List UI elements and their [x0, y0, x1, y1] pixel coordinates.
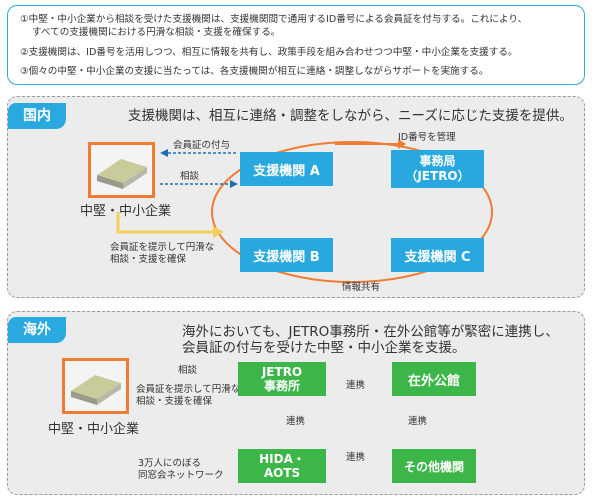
jetro-office-label-2: 事務所 [263, 379, 300, 393]
agency-c-box: 支援機関 C [391, 238, 484, 272]
factory-icon [91, 145, 152, 195]
link-bottom-label: 連携 [346, 452, 366, 463]
agency-b-box: 支援機関 B [240, 238, 333, 272]
overseas-consult-label: 相談 [178, 365, 198, 376]
hida-aots-label-2: AOTS [263, 466, 301, 480]
agency-b-label: 支援機関 B [253, 249, 320, 265]
consult-arrowhead [230, 180, 238, 188]
alumni-label-1: 3万人にのぼる [138, 458, 202, 469]
membership-arrowhead [160, 149, 168, 157]
jetro-secretariat-label: 事務局 [419, 154, 456, 168]
note-1-continued: すべての支援機関における円滑な相談・支援を確保する。 [32, 27, 281, 38]
present-arrow-line [116, 212, 214, 234]
other-orgs-box: その他機関 [392, 449, 476, 483]
present-arrowhead [213, 226, 224, 238]
domestic-company-label: 中堅・中小企業 [80, 204, 172, 219]
agency-a-label: 支援機関 A [253, 163, 320, 179]
link-right-label: 連携 [408, 416, 428, 427]
overseas-company-label: 中堅・中小企業 [48, 422, 140, 437]
jetro-office-label-1: JETRO [261, 365, 303, 379]
agency-c-label: 支援機関 C [404, 249, 471, 265]
link-top-label: 連携 [346, 380, 366, 391]
id-manage-label: ID番号を管理 [398, 132, 456, 143]
hida-aots-label-1: HIDA・ [259, 452, 305, 466]
overseas-present-label-2: 相談・支援を確保 [136, 396, 213, 407]
jetro-secretariat-box: 事務局 （JETRO） [391, 150, 484, 188]
domestic-tag: 国内 [8, 103, 66, 129]
embassy-box: 在外公館 [392, 362, 476, 396]
overseas-tag: 海外 [8, 317, 66, 343]
jetro-secretariat-sub: （JETRO） [405, 169, 470, 183]
agency-a-box: 支援機関 A [240, 152, 333, 186]
present-label-1: 会員証を提示して円滑な [110, 242, 215, 253]
note-2: ②支援機関は、ID番号を活用しつつ、相互に情報を共有し、政策手段を組み合わせつつ… [20, 47, 518, 58]
company-image [88, 142, 155, 198]
jetro-office-box: JETRO 事務所 [238, 362, 326, 396]
overseas-headline-2: 会員証の付与を受けた中堅・中小企業を支援。 [182, 340, 466, 356]
note-1: ①中堅・中小企業から相談を受けた支援機関は、支援機関間で通用するID番号による会… [20, 14, 528, 25]
link-left-label: 連携 [286, 416, 306, 427]
overseas-factory-icon [65, 361, 126, 411]
embassy-label: 在外公館 [407, 373, 460, 389]
membership-label: 会員証の付与 [173, 140, 231, 151]
hida-aots-box: HIDA・ AOTS [238, 449, 326, 483]
info-share-label: 情報共有 [342, 282, 381, 293]
consult-label: 相談 [180, 171, 200, 182]
present-label-2: 相談・支援を確保 [110, 254, 187, 265]
note-3: ③個々の中堅・中小企業の支援に当たっては、各支援機関が相互に連絡・調整しながらサ… [20, 66, 489, 77]
overseas-company-image [62, 358, 129, 414]
alumni-label-2: 同窓会ネットワーク [138, 470, 224, 481]
overseas-headline-1: 海外においても、JETRO事務所・在外公館等が緊密に連携し、 [182, 324, 559, 340]
domestic-headline: 支援機関は、相互に連絡・調整をしながら、ニーズに応じた支援を提供。 [128, 108, 573, 124]
other-orgs-label: その他機関 [403, 459, 464, 474]
overseas-present-label-1: 会員証を提示して円滑な [136, 384, 241, 395]
network-ring [211, 141, 493, 283]
notes-box: ①中堅・中小企業から相談を受けた支援機関は、支援機関間で通用するID番号による会… [7, 5, 585, 85]
id-arrowhead [398, 139, 406, 149]
